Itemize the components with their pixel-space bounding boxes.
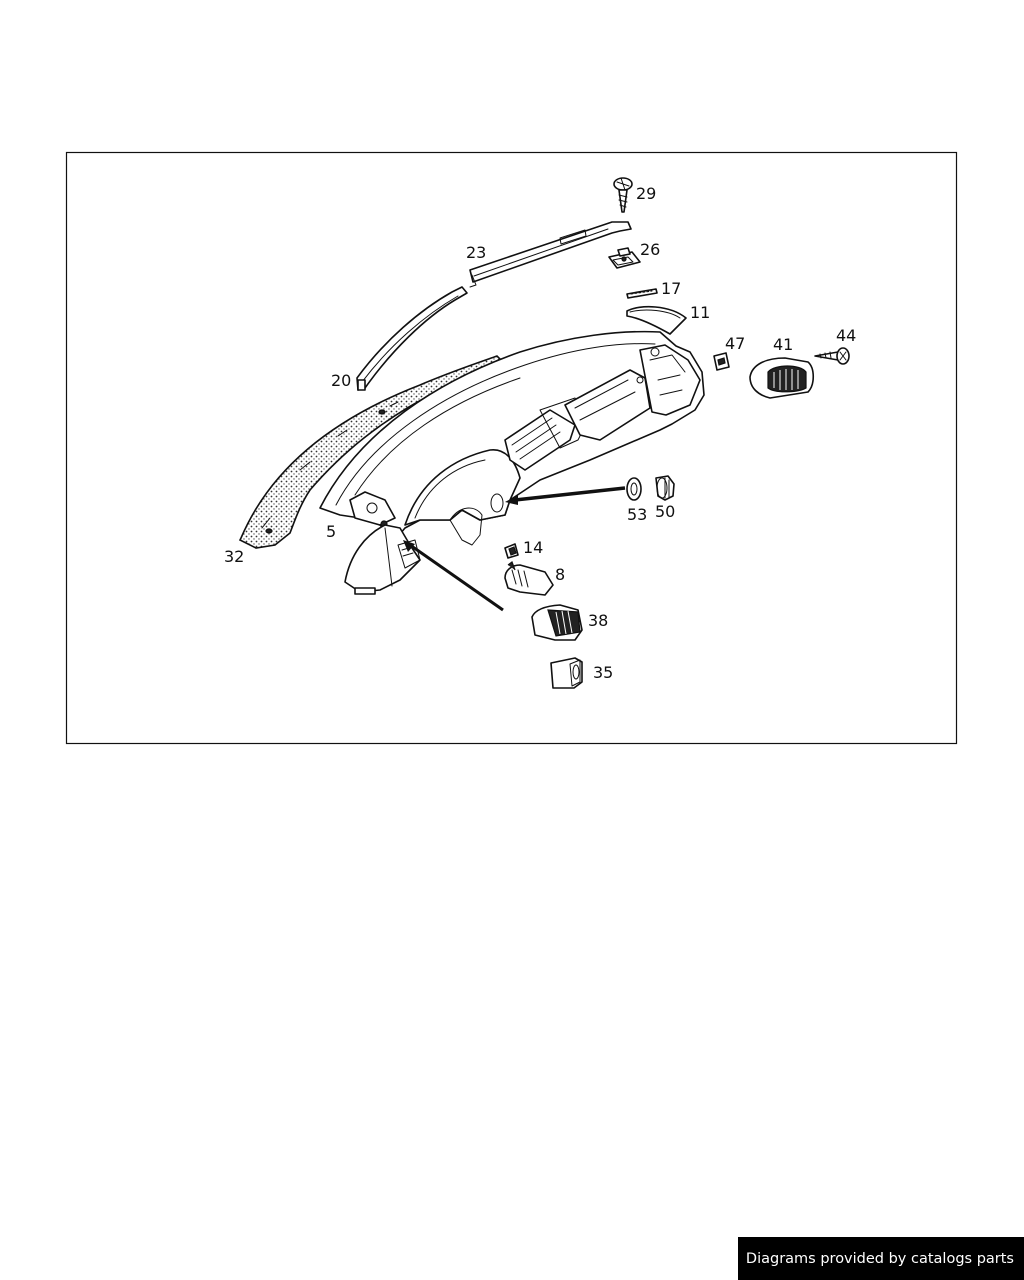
callout-50: 50 xyxy=(655,502,675,521)
part-20-defroster-strip xyxy=(356,286,468,391)
callout-38: 38 xyxy=(588,611,608,630)
callouts: 29 26 23 17 11 20 47 41 44 53 50 5 32 14… xyxy=(224,184,856,682)
part-53-ring xyxy=(626,477,642,501)
part-11-cover xyxy=(626,305,687,335)
callout-17: 17 xyxy=(661,279,681,298)
part-5-dashboard-carrier xyxy=(319,330,705,546)
part-47-clip xyxy=(713,352,730,371)
leader-lines xyxy=(403,486,626,612)
part-50-cap xyxy=(655,475,675,501)
part-41-air-vent xyxy=(749,357,815,399)
part-23-defroster-strip xyxy=(469,221,632,288)
part-44-screw xyxy=(814,347,850,365)
callout-41: 41 xyxy=(773,335,793,354)
callout-35: 35 xyxy=(593,663,613,682)
part-29-screw xyxy=(613,177,633,213)
diagram-frame xyxy=(65,151,958,745)
part-26-clip xyxy=(608,247,641,269)
part-35-cover xyxy=(550,657,583,689)
callout-26: 26 xyxy=(640,240,660,259)
part-8-vent-housing xyxy=(504,561,554,596)
footer-credit-text: Diagrams provided by catalogs parts xyxy=(745,1250,1014,1267)
part-17-strip xyxy=(626,288,658,299)
callout-5: 5 xyxy=(326,522,336,541)
part-38-outer-vent xyxy=(531,604,583,641)
callout-14: 14 xyxy=(523,538,543,557)
callout-23: 23 xyxy=(466,243,486,262)
callout-44: 44 xyxy=(836,326,856,345)
callout-53: 53 xyxy=(627,505,647,524)
footer-credit-badge: Diagrams provided by catalogs parts xyxy=(738,1237,1024,1280)
callout-8: 8 xyxy=(555,565,565,584)
callout-32: 32 xyxy=(224,547,244,566)
part-14-clip xyxy=(504,543,519,559)
part-5-left-lower-panel xyxy=(344,524,421,595)
callout-11: 11 xyxy=(690,303,710,322)
callout-47: 47 xyxy=(725,334,745,353)
callout-20: 20 xyxy=(331,371,351,390)
callout-29: 29 xyxy=(636,184,656,203)
